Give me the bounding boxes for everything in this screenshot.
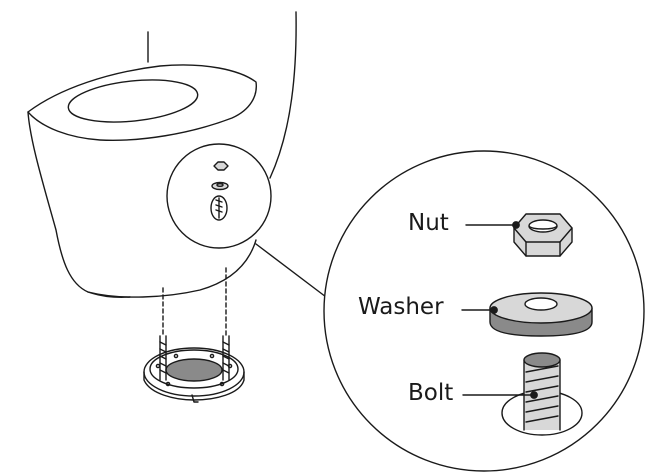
bolt-label: Bolt bbox=[408, 380, 454, 406]
flange-bolt-right bbox=[222, 335, 230, 381]
flange-bolt-left bbox=[159, 335, 167, 381]
flange-pipe bbox=[165, 358, 223, 382]
nut-label: Nut bbox=[408, 210, 449, 236]
toilet-bowl bbox=[27, 11, 297, 298]
floor-flange bbox=[143, 335, 245, 403]
seat-outer bbox=[27, 64, 257, 141]
detail-circle-small bbox=[166, 143, 272, 249]
small-hole-icon bbox=[210, 195, 228, 221]
leader-bolt bbox=[462, 391, 538, 399]
washer-icon bbox=[489, 292, 593, 337]
bowl-base bbox=[87, 291, 131, 298]
leader-washer bbox=[461, 306, 498, 314]
zoom-connector bbox=[255, 243, 331, 301]
seat-opening bbox=[67, 79, 199, 123]
bolt-icon bbox=[501, 352, 583, 436]
wall-curve bbox=[269, 11, 297, 179]
bowl-front bbox=[27, 111, 257, 298]
washer-label: Washer bbox=[358, 294, 444, 320]
leader-nut bbox=[465, 221, 520, 229]
small-nut-icon bbox=[213, 161, 229, 171]
nut-icon bbox=[513, 213, 573, 257]
